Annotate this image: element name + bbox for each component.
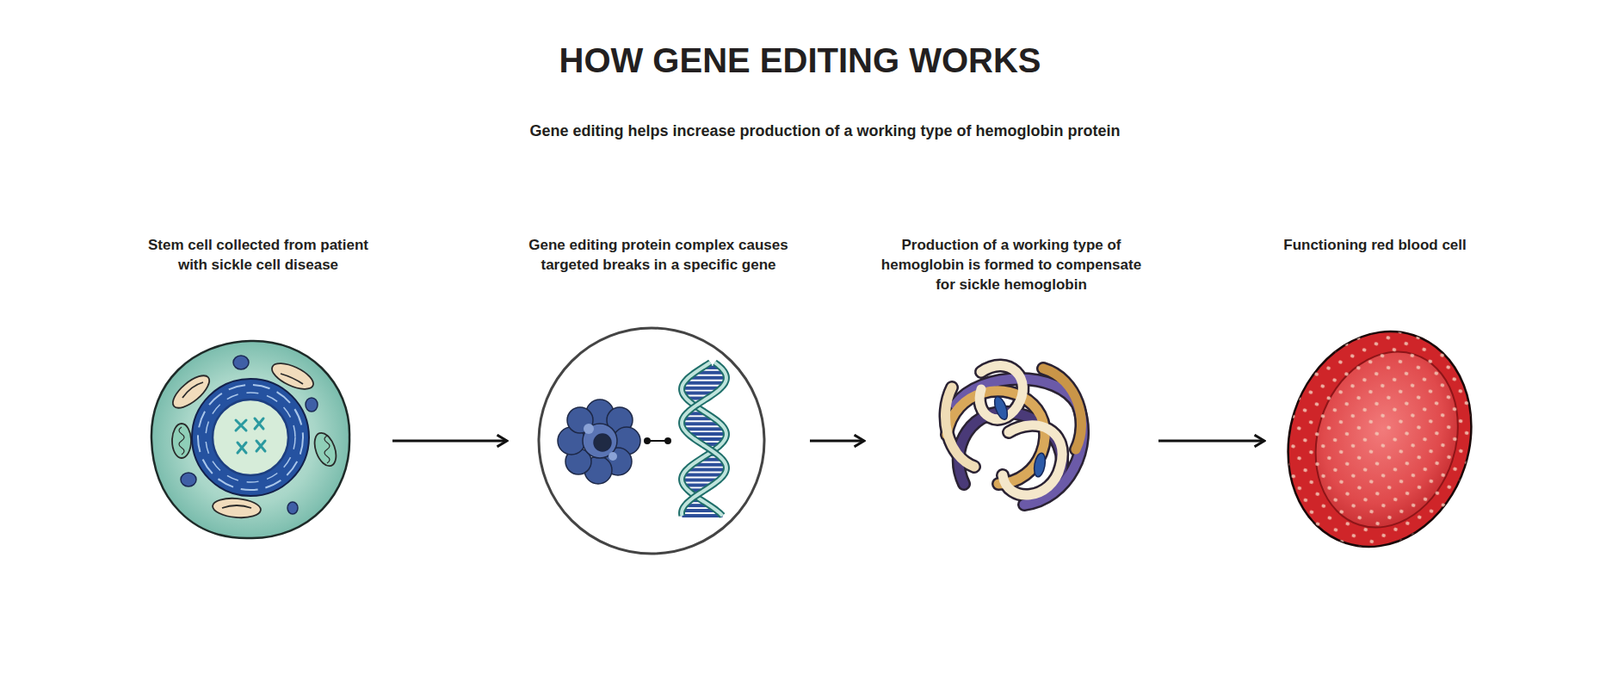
hemoglobin bbox=[945, 364, 1083, 505]
band-shape bbox=[469, 111, 1181, 655]
step-label: Production of a working type of hemoglob… bbox=[869, 232, 1154, 299]
dna-strand bbox=[681, 362, 727, 516]
red-blood-cell bbox=[1254, 302, 1505, 575]
nucleus bbox=[191, 378, 309, 496]
golgi bbox=[182, 382, 204, 398]
heme-group bbox=[1032, 451, 1048, 478]
chromosomes bbox=[254, 418, 264, 429]
figure-circle bbox=[538, 327, 765, 554]
link-dumbbell bbox=[665, 438, 671, 444]
ribbon bbox=[946, 390, 1045, 484]
vesicles bbox=[305, 397, 318, 412]
step-box: Gene editing protein complex causes targ… bbox=[512, 232, 805, 560]
cell-texture bbox=[1254, 302, 1505, 575]
vesicles bbox=[180, 355, 318, 514]
ribbon bbox=[1002, 425, 1063, 495]
dna-strand bbox=[681, 362, 727, 516]
protein-complex bbox=[583, 423, 594, 434]
cell-membrane bbox=[151, 340, 350, 538]
band-fill bbox=[469, 172, 1181, 654]
nucleus bbox=[205, 392, 296, 482]
diagram-title: HOW GENE EDITING WORKS bbox=[0, 39, 1600, 81]
heme-group bbox=[992, 395, 1048, 478]
step-box: Stem cell collected from patient with si… bbox=[129, 232, 388, 560]
dna-strand bbox=[681, 362, 727, 516]
step-box: Production of a working type of hemoglob… bbox=[869, 232, 1154, 560]
heme-group bbox=[992, 395, 1011, 421]
mitochondria bbox=[310, 429, 340, 469]
editing-band: Gene editing helps increase production o… bbox=[469, 111, 1181, 655]
mitochondria bbox=[179, 426, 185, 455]
golgi bbox=[211, 496, 262, 520]
vesicles bbox=[180, 472, 197, 487]
band-heading: Gene editing helps increase production o… bbox=[469, 111, 1181, 145]
protein-complex bbox=[608, 451, 618, 461]
chromosomes bbox=[235, 418, 266, 453]
flow-arrow bbox=[809, 439, 865, 443]
golgi bbox=[222, 505, 252, 508]
flow-arrow bbox=[392, 439, 507, 443]
link-dumbbell bbox=[644, 438, 650, 444]
flow-arrow bbox=[1158, 439, 1265, 443]
chromosomes bbox=[237, 442, 247, 453]
step-box: Functioning red blood cell bbox=[1269, 232, 1481, 560]
chromosomes bbox=[235, 420, 247, 431]
protein-complex bbox=[557, 399, 641, 484]
golgi bbox=[167, 358, 317, 519]
ribbon bbox=[945, 387, 975, 467]
base-pair bbox=[682, 473, 724, 477]
base-pair bbox=[683, 381, 725, 385]
mitochondria bbox=[324, 435, 330, 464]
protein-complex bbox=[593, 433, 612, 451]
nucleus bbox=[212, 399, 289, 476]
vesicles bbox=[233, 355, 249, 370]
chromosomes bbox=[256, 440, 266, 451]
ribbon-outline bbox=[945, 364, 1083, 505]
step-label: Gene editing protein complex causes targ… bbox=[512, 232, 805, 279]
golgi bbox=[280, 373, 303, 384]
dna-strand bbox=[681, 362, 727, 516]
stem-cell bbox=[151, 340, 350, 538]
dna-helix bbox=[681, 362, 727, 516]
protein-complex bbox=[567, 407, 594, 433]
step-label: Functioning red blood cell bbox=[1269, 232, 1481, 260]
nucleus bbox=[191, 378, 309, 496]
nucleus bbox=[197, 384, 303, 490]
base-pair bbox=[683, 426, 725, 431]
step-label: Stem cell collected from patient with si… bbox=[129, 232, 388, 279]
link-dumbbell bbox=[644, 438, 671, 444]
vesicles bbox=[287, 501, 298, 514]
ribbon-outline bbox=[1002, 425, 1063, 495]
mitochondria bbox=[172, 423, 192, 458]
gene-editing-figure bbox=[538, 327, 765, 554]
